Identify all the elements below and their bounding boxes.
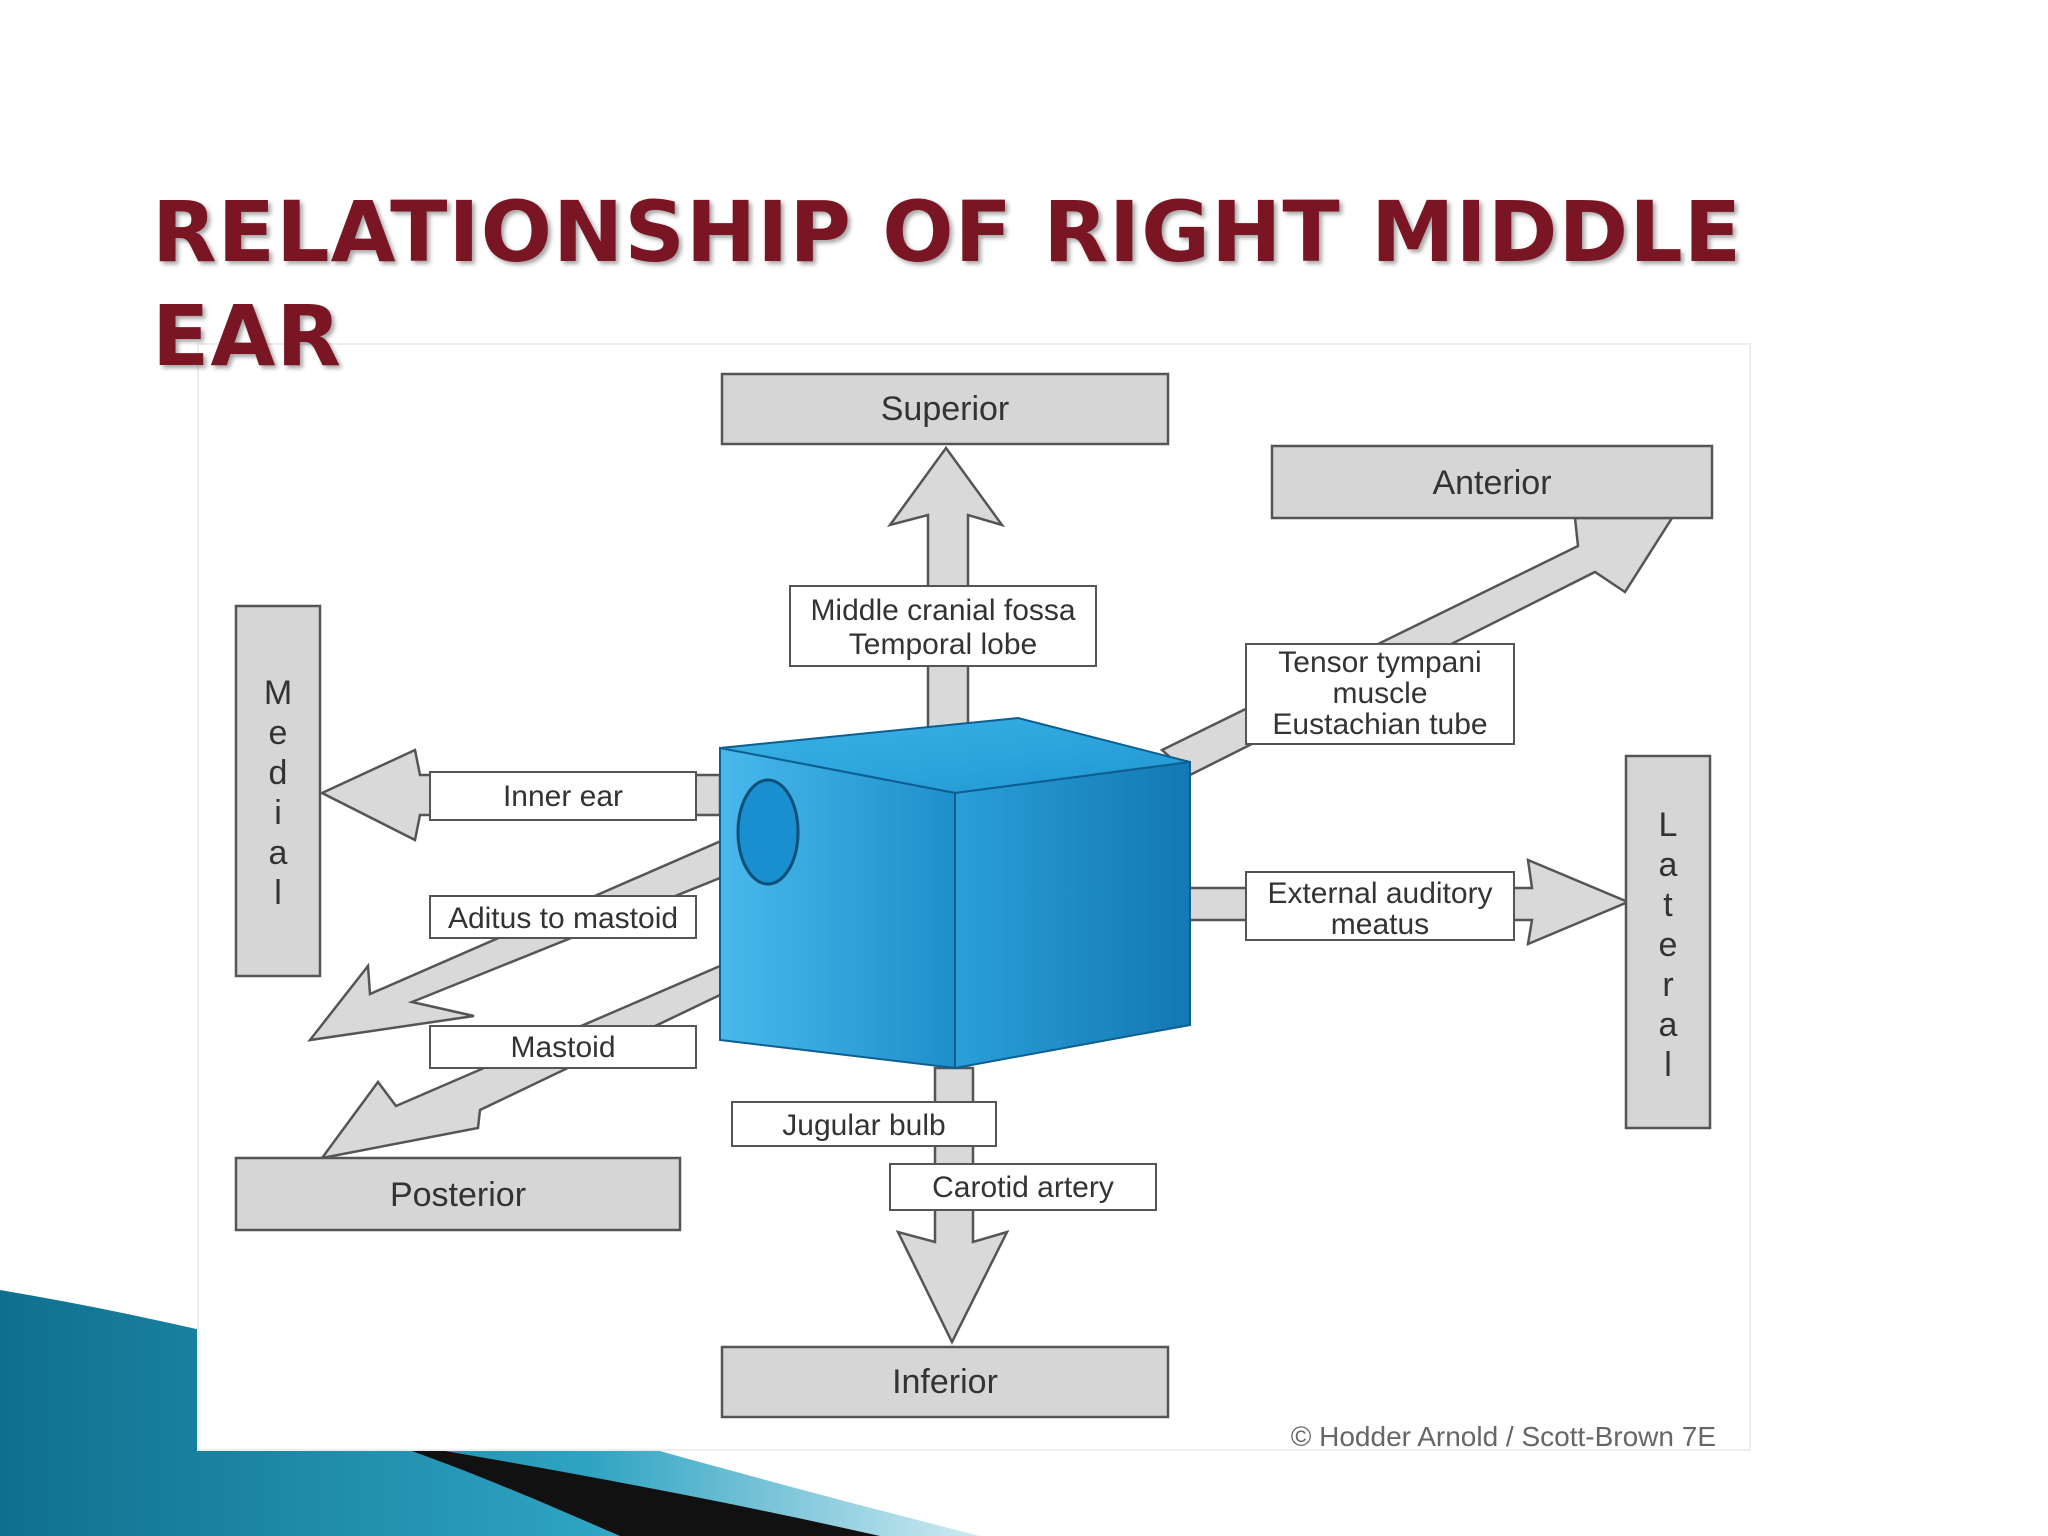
relation-superior: Middle cranial fossa Temporal lobe bbox=[789, 585, 1097, 667]
box-anterior: Anterior bbox=[1270, 444, 1714, 520]
relation-lateral: External auditory meatus bbox=[1245, 871, 1515, 941]
label-medial-6: l bbox=[274, 874, 282, 912]
label-lateral-6: a bbox=[1659, 1006, 1678, 1044]
label-lateral-7: l bbox=[1664, 1046, 1672, 1084]
slide-title: RELATIONSHIP OF RIGHT MIDDLE EAR bbox=[152, 180, 1752, 388]
relation-inferior-2: Carotid artery bbox=[889, 1163, 1157, 1211]
relation-superior-line1: Middle cranial fossa bbox=[810, 594, 1075, 627]
label-lateral-5: r bbox=[1662, 966, 1673, 1004]
box-superior: Superior bbox=[720, 372, 1170, 446]
label-medial-5: a bbox=[269, 834, 288, 872]
label-lateral-4: e bbox=[1659, 926, 1678, 964]
relation-superior-line2: Temporal lobe bbox=[849, 628, 1037, 661]
box-inferior: Inferior bbox=[720, 1345, 1170, 1419]
relation-mastoid: Mastoid bbox=[429, 1025, 697, 1069]
title-line-2: EAR bbox=[152, 287, 343, 385]
label-medial-4: i bbox=[274, 794, 282, 832]
relation-carotid-text: Carotid artery bbox=[932, 1171, 1114, 1204]
cube-opening bbox=[736, 778, 800, 886]
box-lateral: L a t e r a l bbox=[1624, 754, 1712, 1130]
label-lateral-2: a bbox=[1659, 846, 1678, 884]
cube-side-face bbox=[954, 760, 1191, 1070]
label-lateral-3: t bbox=[1663, 886, 1673, 924]
box-medial: M e d i a l bbox=[234, 604, 322, 978]
relation-inferior-1: Jugular bulb bbox=[731, 1101, 997, 1147]
relation-anterior: Tensor tympani muscle Eustachian tube bbox=[1245, 643, 1515, 745]
label-anterior: Anterior bbox=[1432, 464, 1551, 502]
label-superior: Superior bbox=[881, 390, 1010, 428]
title-line-1: RELATIONSHIP OF RIGHT MIDDLE bbox=[152, 183, 1743, 281]
relation-medial: Inner ear bbox=[429, 771, 697, 821]
relation-lateral-line2: meatus bbox=[1331, 908, 1429, 941]
box-posterior: Posterior bbox=[234, 1156, 682, 1232]
copyright-credit: © Hodder Arnold / Scott-Brown 7E bbox=[1291, 1421, 1716, 1452]
relation-medial-text: Inner ear bbox=[503, 780, 623, 813]
label-medial-3: d bbox=[269, 754, 288, 792]
relation-aditus-text: Aditus to mastoid bbox=[448, 902, 678, 935]
relation-lateral-line1: External auditory bbox=[1267, 877, 1492, 910]
label-lateral-1: L bbox=[1659, 806, 1678, 844]
relation-anterior-line3: Eustachian tube bbox=[1272, 708, 1487, 741]
label-posterior: Posterior bbox=[390, 1176, 526, 1214]
label-inferior: Inferior bbox=[892, 1363, 998, 1401]
label-medial-1: M bbox=[264, 674, 292, 712]
relation-jugular-text: Jugular bulb bbox=[782, 1109, 945, 1142]
theme-swoosh-dark bbox=[380, 1440, 880, 1536]
relation-anterior-line1: Tensor tympani bbox=[1278, 646, 1481, 679]
relation-mastoid-text: Mastoid bbox=[510, 1031, 615, 1064]
label-medial-2: e bbox=[269, 714, 288, 752]
relation-aditus: Aditus to mastoid bbox=[429, 895, 697, 939]
relation-anterior-line2: muscle bbox=[1332, 677, 1427, 710]
